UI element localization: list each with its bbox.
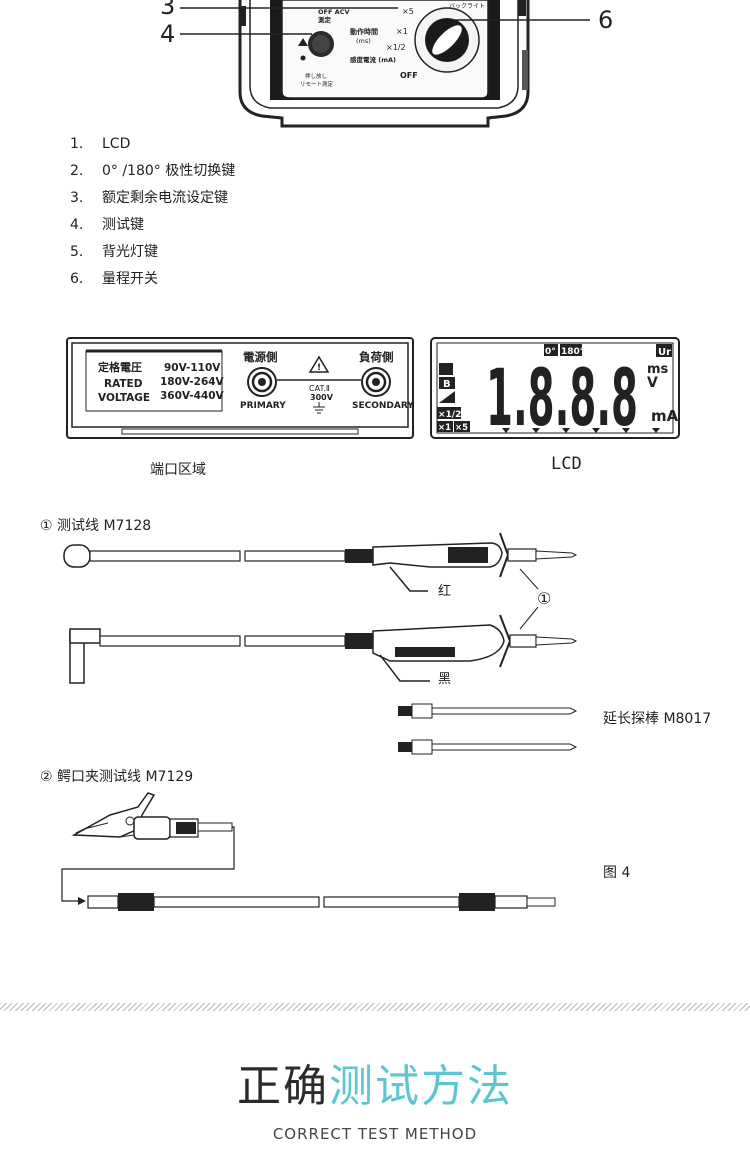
lcd-polarity-180: 180° — [561, 347, 584, 357]
label-x-half: ×1/2 — [386, 43, 406, 52]
label-backlight: バックライト — [449, 3, 485, 10]
lcd-x-half: ×1/2 — [438, 410, 461, 420]
terminal-caption: 端口区域 — [150, 462, 206, 478]
svg-text:!: ! — [317, 363, 321, 373]
lcd-battery-icon — [439, 363, 453, 375]
legend-item: 3.额定剩余电流设定键 — [70, 190, 228, 206]
rated-voltage-en-1: RATED — [104, 378, 143, 390]
voltage-range-2: 180V-264V — [160, 376, 225, 388]
rated-voltage-en-2: VOLTAGE — [98, 392, 150, 404]
lcd-panel: 0° 180° Ur B ×1/2 ×1 ×5 1.8.8.8 ms V mA — [430, 337, 680, 441]
legend-item: 2.0° /180° 极性切换键 — [70, 163, 236, 179]
lcd-x1: ×1 — [438, 423, 451, 433]
lcd-ur: Ur — [658, 347, 671, 358]
lcd-ms: ms — [647, 362, 669, 377]
lcd-x5: ×5 — [455, 423, 468, 433]
label-x1: ×1 — [396, 27, 408, 36]
component-legend: 1.LCD 2.0° /180° 极性切换键 3.额定剩余电流设定键 4.测试键… — [70, 131, 235, 293]
lcd-v: V — [647, 375, 658, 391]
callout-4: 4 — [160, 20, 175, 48]
callout-3: 3 — [160, 0, 175, 20]
secondary-jp: 負荷側 — [359, 350, 394, 364]
primary-en: PRIMARY — [240, 401, 286, 411]
warning-icon — [308, 355, 330, 373]
terminal-panel: 定格電圧 RATED VOLTAGE 90V-110V 180V-264V 36… — [66, 337, 414, 439]
label-trip-time: 動作時間 — [350, 27, 378, 36]
lcd-digits: 1.8.8.8 — [486, 354, 638, 441]
cat-rating: CAT.Ⅱ — [309, 384, 330, 393]
clip-leads-title: ② 鳄口夹测试线 M7129 — [40, 769, 194, 785]
cat-voltage: 300V — [310, 393, 334, 402]
device-front-illustration: 3 4 6 OFF ACV 測定 動作時間 (ms) 感度電流 (mA) 押し放… — [160, 0, 613, 128]
lcd-ma: mA — [651, 407, 679, 425]
secondary-en: SECONDARY — [352, 401, 414, 411]
label-off-acv: OFF ACV — [318, 8, 350, 16]
primary-jp: 電源側 — [243, 350, 278, 364]
legend-item: 6.量程开关 — [70, 271, 158, 287]
section-subtitle: CORRECT TEST METHOD — [272, 1125, 478, 1143]
clip-leads-illustration — [61, 792, 556, 911]
legend-item: 1.LCD — [70, 136, 131, 152]
section-title: 正确测试方法 — [237, 1061, 513, 1112]
figure-label: 图 4 — [603, 865, 631, 881]
section-divider — [0, 1003, 750, 1011]
legend-item: 4.测试键 — [70, 217, 144, 233]
test-leads-illustration: 红 黑 ① — [63, 532, 578, 755]
voltage-range-3: 360V-440V — [160, 390, 225, 402]
rated-voltage-jp: 定格電圧 — [98, 360, 142, 374]
test-leads-title: ① 测试线 M7128 — [40, 518, 152, 534]
voltage-range-1: 90V-110V — [164, 362, 221, 374]
probe-label: 延长探棒 M8017 — [603, 711, 712, 727]
red-lead-label: 红 — [438, 583, 451, 599]
callout-6: 6 — [598, 6, 613, 34]
label-x5: ×5 — [402, 7, 414, 16]
label-sensitivity: 感度電流 (mA) — [350, 55, 396, 64]
label-remote: リモート測定 — [300, 80, 334, 88]
label-off: OFF — [400, 71, 418, 80]
label-push-release: 押し放し — [305, 72, 327, 80]
ground-icon — [313, 402, 325, 414]
lcd-polarity-0: 0° — [545, 347, 556, 357]
label-ms: (ms) — [356, 37, 371, 45]
lcd-b: B — [443, 379, 451, 390]
legend-item: 5.背光灯键 — [70, 244, 158, 260]
lcd-signal-icon — [439, 391, 455, 403]
label-measure: 測定 — [318, 15, 332, 24]
black-lead-label: 黑 — [438, 672, 451, 687]
lcd-caption: LCD — [551, 454, 582, 474]
tip-callout: ① — [537, 589, 551, 608]
